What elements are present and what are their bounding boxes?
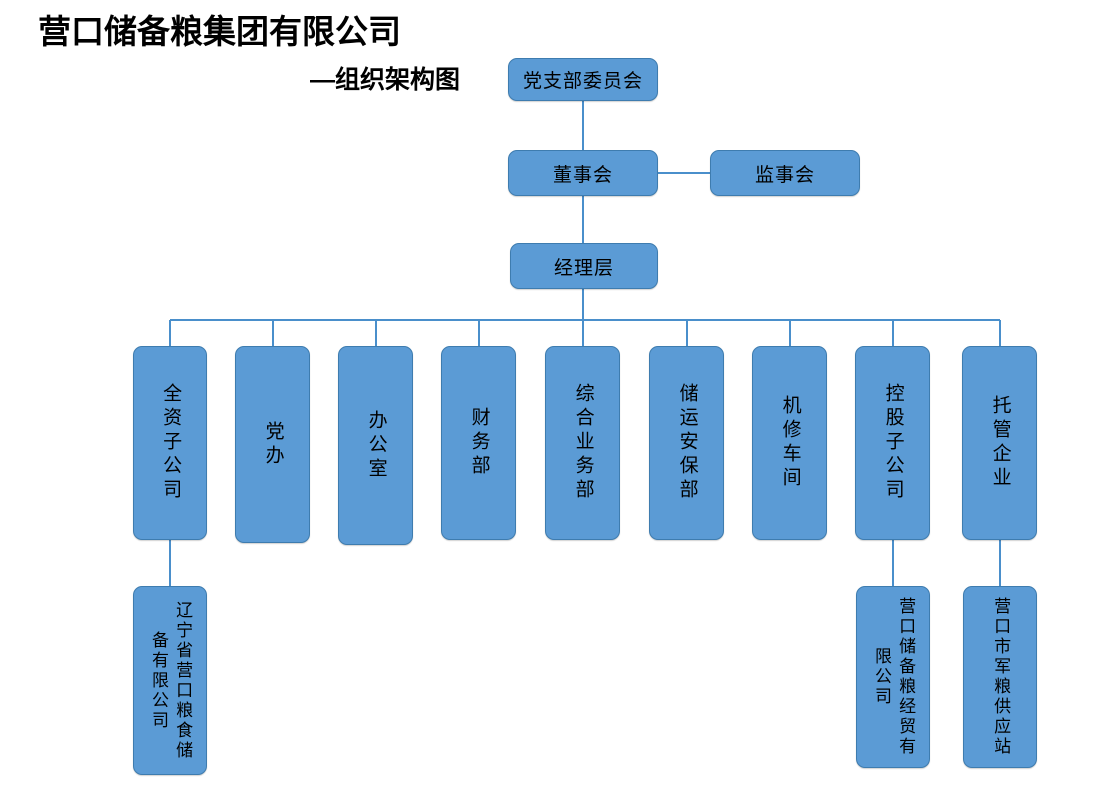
node-board-of-directors-label: 董事会 xyxy=(552,164,613,186)
page-title: 营口储备粮集团有限公司 xyxy=(38,13,401,50)
node-department-4[interactable]: 财务部 xyxy=(441,346,516,540)
page-subtitle: —组织架构图 xyxy=(310,66,461,94)
node-management-label: 经理层 xyxy=(553,257,614,279)
node-department-9[interactable]: 托管企业 xyxy=(962,346,1037,540)
node-subsidiary-2[interactable]: 营口储备粮经贸有限公司 xyxy=(856,586,930,768)
node-department-8[interactable]: 控股子公司 xyxy=(855,346,930,540)
node-management[interactable]: 经理层 xyxy=(510,243,658,289)
node-department-3[interactable]: 办公室 xyxy=(338,346,413,545)
node-party-committee[interactable]: 党支部委员会 xyxy=(508,58,658,101)
node-subsidiary-3[interactable]: 营口市军粮供应站 xyxy=(963,586,1037,768)
node-board-of-directors[interactable]: 董事会 xyxy=(508,150,658,196)
node-party-committee-label: 党支部委员会 xyxy=(522,71,643,92)
node-department-7[interactable]: 机修车间 xyxy=(752,346,827,540)
node-department-6[interactable]: 储运安保部 xyxy=(649,346,724,540)
node-department-2[interactable]: 党办 xyxy=(235,346,310,543)
node-department-5[interactable]: 综合业务部 xyxy=(545,346,620,540)
node-subsidiary-1[interactable]: 辽宁省营口粮食储备有限公司 xyxy=(133,586,207,775)
node-board-of-supervisors[interactable]: 监事会 xyxy=(710,150,860,196)
node-department-1[interactable]: 全资子公司 xyxy=(133,346,207,540)
node-board-of-supervisors-label: 监事会 xyxy=(754,164,815,186)
